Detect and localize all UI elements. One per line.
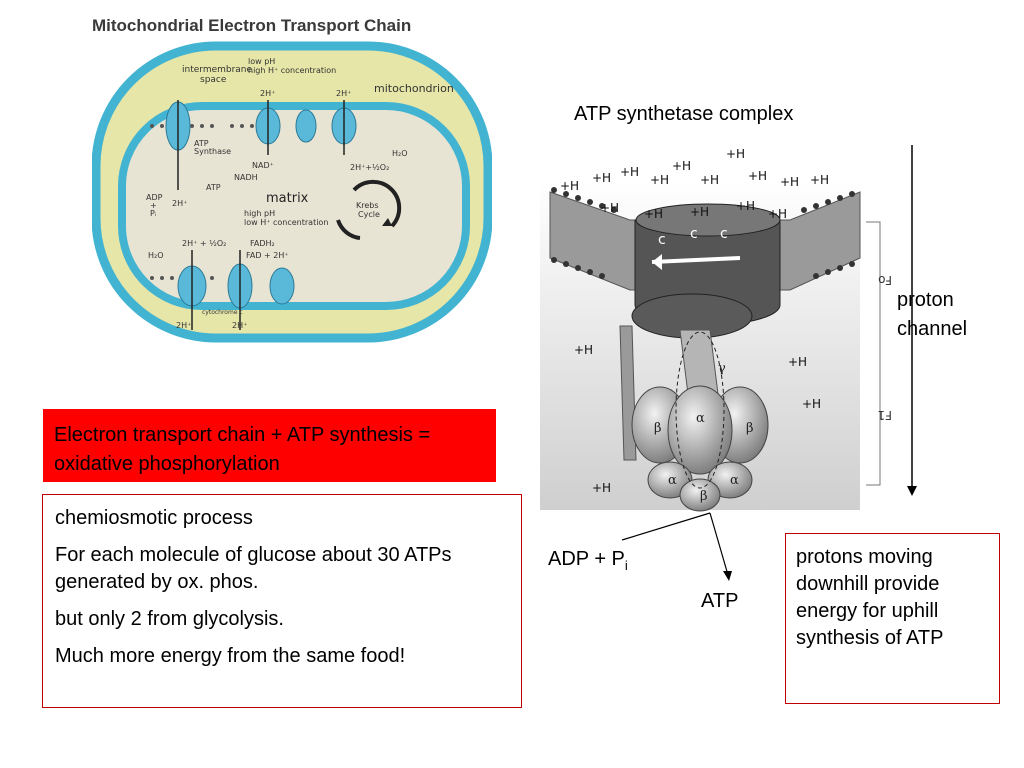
svg-text:NAD⁺: NAD⁺ xyxy=(252,161,274,170)
proton-label: +H xyxy=(768,207,787,221)
proton-label: +H xyxy=(644,207,663,221)
proton-label: +H xyxy=(788,355,807,369)
proton-label: +H xyxy=(574,343,593,357)
svg-text:Pᵢ: Pᵢ xyxy=(150,209,156,218)
beta-subunit-label: β xyxy=(654,421,662,436)
proton-label: +H xyxy=(736,199,755,213)
svg-text:2H⁺: 2H⁺ xyxy=(176,321,191,330)
proton-label: +H xyxy=(690,205,709,219)
proton-label: +H xyxy=(600,201,619,215)
svg-text:mitochondrion: mitochondrion xyxy=(374,82,454,95)
svg-text:Krebs: Krebs xyxy=(356,201,379,210)
gamma-subunit-label: γ xyxy=(718,361,726,376)
proton-label: +H xyxy=(560,179,579,193)
svg-text:2H⁺: 2H⁺ xyxy=(172,199,187,208)
svg-text:low pH: low pH xyxy=(248,57,275,66)
proton-channel-label: proton channel xyxy=(897,289,968,340)
svg-text:cytochrome c: cytochrome c xyxy=(202,309,243,316)
beta-subunit-label: β xyxy=(700,489,708,504)
proton-label: +H xyxy=(802,397,821,411)
svg-text:high pH: high pH xyxy=(244,209,275,218)
c-subunit-1: c xyxy=(658,232,666,248)
svg-text:Cycle: Cycle xyxy=(358,210,380,219)
proton-label: +H xyxy=(592,171,611,185)
proton-label: +H xyxy=(672,159,691,173)
svg-text:ATP: ATP xyxy=(206,183,221,192)
svg-text:H₂O: H₂O xyxy=(392,149,408,158)
proton-label: +H xyxy=(700,173,719,187)
summary-point: Much more energy from the same food! xyxy=(55,645,406,667)
atp-synthase-diagram: c c c Fo F1 +H +H +H +H +H +H +H +H +H +… xyxy=(540,145,917,512)
c-subunit-2: c xyxy=(690,226,698,242)
note-box: protons moving downhill provide energy f… xyxy=(785,533,1000,704)
summary-point: but only 2 from glycolysis. xyxy=(55,608,284,630)
svg-text:matrix: matrix xyxy=(266,191,309,206)
proton-label: +H xyxy=(592,481,611,495)
alpha-subunit-label: α xyxy=(730,473,739,488)
proton-label: +H xyxy=(726,147,745,161)
alpha-subunit-label: α xyxy=(696,411,705,426)
c-subunit-3: c xyxy=(720,226,728,242)
fo-label: Fo xyxy=(878,273,892,287)
summary-box: chemiosmotic process For each molecule o… xyxy=(42,494,522,708)
svg-text:H₂O: H₂O xyxy=(148,251,164,260)
proton-label: +H xyxy=(748,169,767,183)
svg-text:space: space xyxy=(200,75,227,85)
headline-box: Electron transport chain + ATP synthesis… xyxy=(43,409,496,482)
summary-point: For each molecule of glucose about 30 AT… xyxy=(55,544,452,593)
svg-text:+: + xyxy=(150,201,157,210)
svg-text:2H⁺ + ½O₂: 2H⁺ + ½O₂ xyxy=(182,239,226,248)
svg-text:ADP: ADP xyxy=(146,193,163,202)
svg-text:FADH₂: FADH₂ xyxy=(250,239,275,248)
proton-label: +H xyxy=(620,165,639,179)
svg-text:high H⁺ concentration: high H⁺ concentration xyxy=(248,66,336,75)
svg-text:ATP: ATP xyxy=(194,139,209,148)
proton-label: +H xyxy=(650,173,669,187)
mito-diagram-title: Mitochondrial Electron Transport Chain xyxy=(92,16,412,35)
svg-text:2H⁺: 2H⁺ xyxy=(232,321,247,330)
adp-label: ADP + Pi xyxy=(548,548,628,573)
svg-text:Synthase: Synthase xyxy=(194,147,231,156)
summary-point: chemiosmotic process xyxy=(55,507,253,529)
svg-text:2H⁺: 2H⁺ xyxy=(336,89,351,98)
svg-text:FAD + 2H⁺: FAD + 2H⁺ xyxy=(246,251,289,260)
synthase-title: ATP synthetase complex xyxy=(574,103,794,125)
adp-to-atp-arrow xyxy=(621,512,732,581)
svg-text:NADH: NADH xyxy=(234,173,258,182)
atp-label: ATP xyxy=(701,590,739,612)
f1-label: F1 xyxy=(877,408,892,422)
proton-label: +H xyxy=(780,175,799,189)
svg-text:2H⁺: 2H⁺ xyxy=(260,89,275,98)
beta-subunit-label: β xyxy=(746,421,754,436)
svg-text:low H⁺ concentration: low H⁺ concentration xyxy=(244,218,328,227)
alpha-subunit-label: α xyxy=(668,473,677,488)
mitochondrion-diagram: intermembrane space low pH high H⁺ conce… xyxy=(92,41,492,343)
svg-text:intermembrane: intermembrane xyxy=(182,65,253,75)
proton-label: +H xyxy=(810,173,829,187)
svg-text:2H⁺+½O₂: 2H⁺+½O₂ xyxy=(350,163,389,172)
